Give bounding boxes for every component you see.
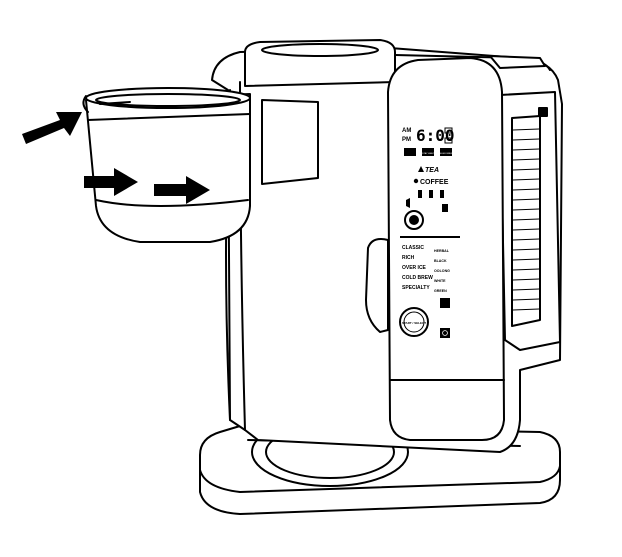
- tea-mode-label: TEA: [425, 167, 439, 174]
- tea-button[interactable]: [440, 298, 450, 308]
- arrow-right-icon: [154, 176, 210, 204]
- brew-style-label: CLASSIC: [402, 245, 424, 251]
- tea-type-label: OOLONG: [434, 269, 450, 273]
- control-tower: [387, 57, 505, 441]
- clean-button[interactable]: [404, 148, 416, 156]
- basket-rail: [261, 99, 319, 185]
- brew-style-label: COLD BREW: [402, 275, 433, 281]
- pm-label: PM: [402, 137, 411, 143]
- am-label: AM: [402, 128, 411, 134]
- leaf-icon: [418, 166, 424, 172]
- brew-style-label: SPECIALTY: [402, 285, 430, 291]
- control-panel: AM PM 6:00 STAY HEAT DELAY BREW TEA COFF…: [399, 126, 460, 338]
- tea-type-label: HERBAL: [434, 249, 450, 253]
- half-carafe-icon: [406, 198, 410, 208]
- delay-brew-button[interactable]: [440, 148, 452, 156]
- insertion-arrows: [22, 112, 210, 204]
- arrow-right-icon: [22, 112, 82, 144]
- water-reservoir: [499, 91, 561, 351]
- coffee-bean-icon: [413, 178, 419, 184]
- brew-style-label: OVER ICE: [402, 265, 427, 271]
- clock-down-button[interactable]: [444, 137, 453, 144]
- power-button[interactable]: [440, 328, 450, 338]
- clock-up-button[interactable]: [444, 127, 453, 134]
- carafe-handle: [365, 238, 389, 333]
- arrow-right-icon: [84, 168, 138, 196]
- brew-style-label: RICH: [402, 255, 415, 261]
- clock-display: 6:00: [416, 126, 455, 145]
- stay-heat-label: STAY HEAT: [422, 152, 434, 155]
- coffee-mode-label: COFFEE: [420, 179, 449, 186]
- stay-heat-button[interactable]: [422, 148, 434, 156]
- tea-type-label: WHITE: [434, 279, 446, 283]
- delay-brew-label: DELAY BREW: [439, 152, 454, 155]
- brew-basket: [82, 87, 251, 243]
- carafe-icon: [442, 204, 448, 212]
- tea-type-label: BLACK: [434, 259, 447, 263]
- tea-type-label: GREEN: [434, 289, 447, 293]
- start-select-label: START / SELECT: [402, 321, 426, 325]
- power-icon: [442, 330, 448, 336]
- cup-icon: [418, 190, 444, 198]
